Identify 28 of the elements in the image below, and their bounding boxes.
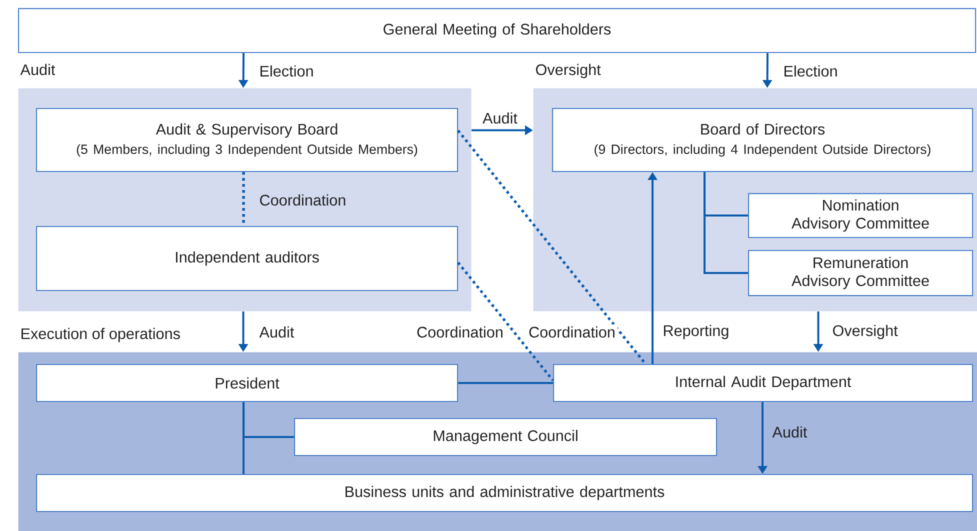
org-box: Internal Audit Department xyxy=(553,364,974,402)
org-box: Board of Directors (9 Directors, including 4 Independent Outside Directors) xyxy=(552,108,974,172)
org-box: Business units and administrative departments xyxy=(36,474,974,512)
connector xyxy=(242,402,245,474)
org-box: Independent auditors xyxy=(36,226,458,292)
connector xyxy=(704,172,748,274)
connector xyxy=(457,262,554,382)
edge-label: Oversight xyxy=(830,322,900,342)
panel-heading: Execution of operations xyxy=(22,328,180,342)
connector xyxy=(457,130,647,365)
panel-heading: Oversight xyxy=(536,64,601,78)
org-box: Remuneration Advisory Committee xyxy=(748,250,974,296)
panel-heading: Audit xyxy=(20,64,56,76)
connector xyxy=(458,382,553,384)
org-box: Audit & Supervisory Board (5 Members, including 3 Independent Outside Members) xyxy=(36,108,458,172)
org-box: Management Council xyxy=(294,418,718,456)
edge-label: Reporting xyxy=(660,322,732,342)
edge-label: Coordination xyxy=(526,324,618,340)
edge-label: Audit xyxy=(257,324,296,340)
edge-label: Election xyxy=(781,63,840,79)
edge-label: Audit xyxy=(770,424,810,440)
edge-label: Coordination xyxy=(414,324,506,340)
org-box: Nomination Advisory Committee xyxy=(748,193,974,238)
edge-label: Coordination xyxy=(257,192,348,208)
org-box: General Meeting of Shareholders xyxy=(18,8,976,54)
org-box: President xyxy=(36,364,458,402)
edge-label: Election xyxy=(257,63,316,79)
edge-label: Audit xyxy=(480,110,520,126)
